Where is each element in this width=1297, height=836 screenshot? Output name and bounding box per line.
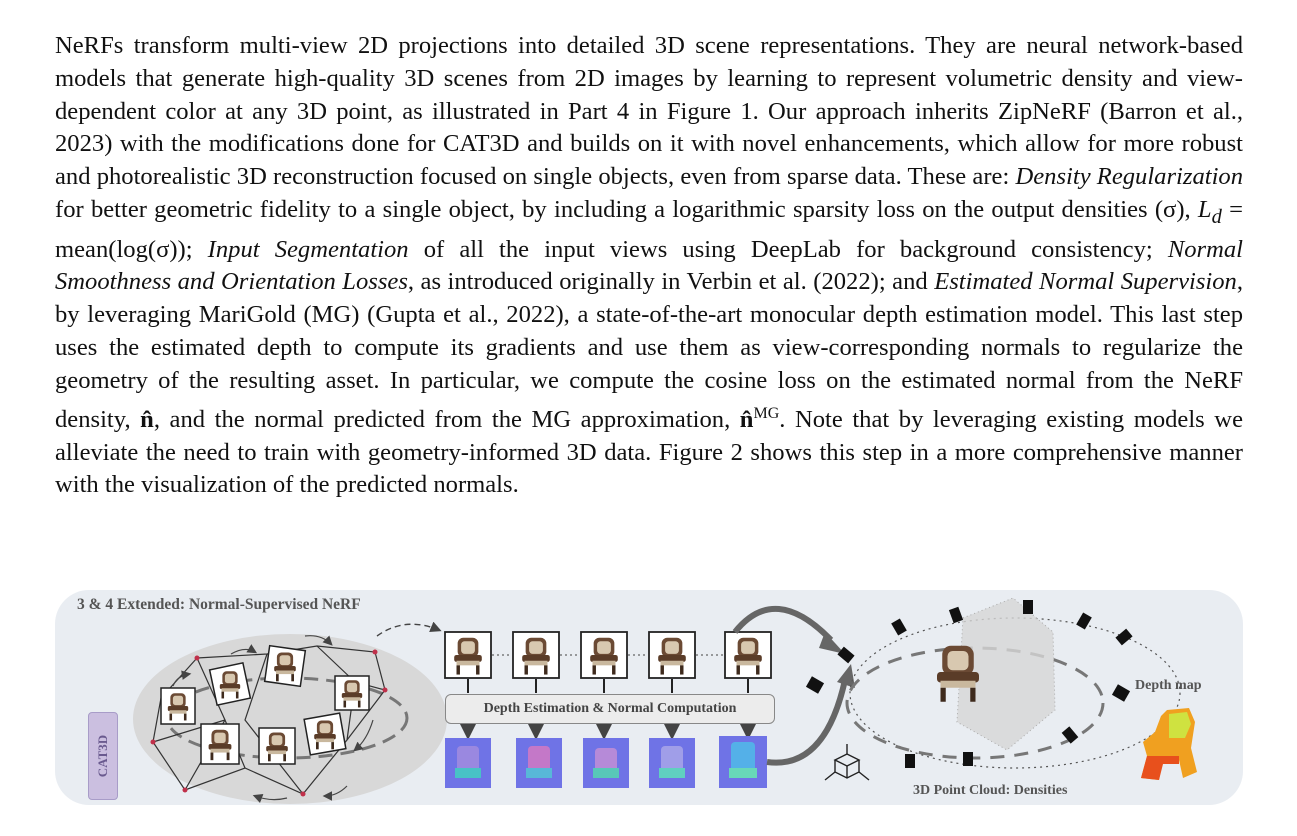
term-normal-losses: Normal Smoothness and Orientation Losses bbox=[55, 235, 1244, 296]
normal-maps-row bbox=[445, 736, 767, 788]
dashed-arrow bbox=[376, 621, 442, 637]
text-segment: , as introduced originally in Verbin et … bbox=[407, 268, 935, 296]
math-formula: = mean(log(σ)); bbox=[55, 195, 1243, 263]
math-n-hat-mg: n̂ bbox=[739, 405, 754, 433]
text-segment: of all the input views using DeepLab for… bbox=[408, 235, 1168, 263]
term-density-regularization: Density Regularization bbox=[1015, 163, 1244, 191]
cat3d-box: CAT3D bbox=[88, 712, 118, 800]
axes-icon bbox=[824, 744, 870, 781]
curved-arrow-bottom bbox=[766, 679, 848, 766]
math-n-hat: n̂ bbox=[140, 405, 154, 433]
text-segment: , by leveraging MariGold (MG) (Gupta et … bbox=[55, 268, 1243, 433]
point-cloud-label: 3D Point Cloud: Densities bbox=[913, 783, 1068, 798]
cat3d-thumbnails bbox=[150, 635, 388, 804]
depth-estimation-box: Depth Estimation & Normal Computation bbox=[445, 694, 775, 724]
camera-icon bbox=[805, 600, 1133, 768]
math-l-subscript: d bbox=[1211, 205, 1222, 228]
text-segment: NeRFs transform multi-view 2D projection… bbox=[55, 32, 1243, 191]
term-input-segmentation: Input Segmentation bbox=[207, 235, 409, 263]
frames-row bbox=[444, 631, 772, 740]
curved-arrow-top bbox=[732, 606, 834, 643]
math-l: L bbox=[1197, 195, 1212, 223]
body-paragraph: NeRFs transform multi-view 2D projection… bbox=[55, 30, 1243, 502]
text-segment: for better geometric fidelity to a singl… bbox=[55, 195, 1198, 223]
text-segment: , and the normal predicted from the MG a… bbox=[153, 405, 740, 433]
figure-title: 3 & 4 Extended: Normal-Supervised NeRF bbox=[77, 596, 361, 613]
math-mg-superscript: MG bbox=[753, 404, 780, 422]
depth-map-label: Depth map bbox=[1135, 678, 1202, 693]
term-estimated-normal-supervision: Estimated Normal Supervision bbox=[934, 268, 1237, 296]
point-cloud-scene bbox=[805, 597, 1181, 781]
depth-map-icon bbox=[1141, 708, 1197, 780]
figure-panel: 3 & 4 Extended: Normal-Supervised NeRF C… bbox=[55, 590, 1243, 805]
text-segment: . Note that by leveraging existing model… bbox=[55, 405, 1243, 499]
figure-graphics bbox=[150, 597, 1197, 804]
